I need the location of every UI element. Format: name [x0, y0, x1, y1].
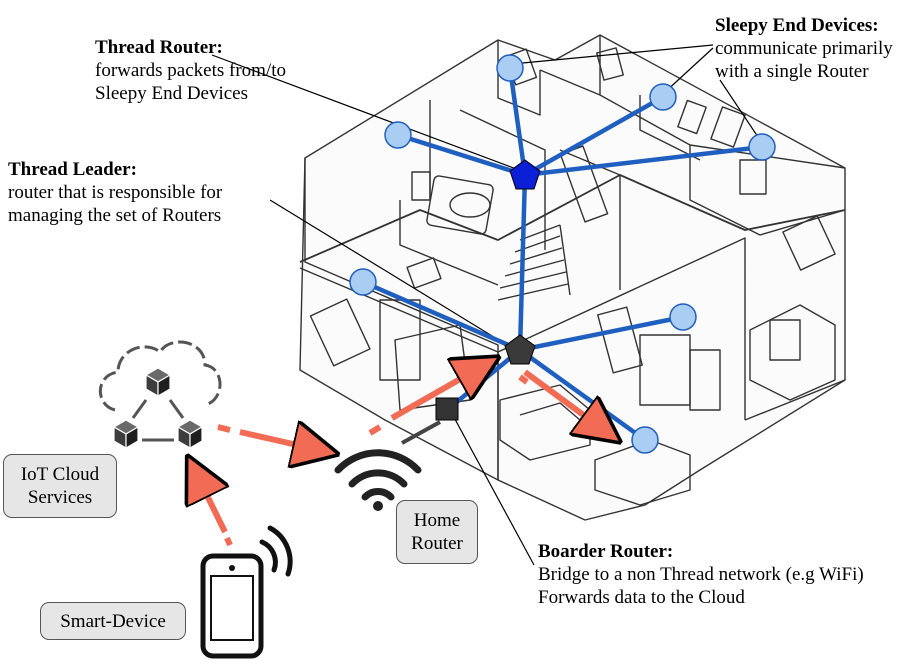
annotation-line: with a single Router	[715, 61, 869, 82]
iot-cloud-label: IoT Cloud Services	[3, 454, 117, 518]
arrow-phone-to-cloud	[192, 465, 225, 534]
smartphone-icon	[200, 525, 293, 659]
annotation-line: Bridge to a non Thread network (e.g WiFi…	[538, 564, 864, 585]
annotation-border-router: Boarder Router: Bridge to a non Thread n…	[538, 540, 864, 609]
link-leader-end-device-5	[360, 279, 523, 353]
end-device-5	[349, 268, 377, 296]
wifi-icon	[334, 449, 422, 511]
home-router-label-line: Router	[411, 533, 463, 554]
link-router-leader	[517, 172, 528, 353]
home-router-label-line: Home	[413, 510, 461, 531]
annotation-title: Thread Leader:	[8, 159, 137, 180]
pointer-lines	[211, 44, 761, 566]
thread-leader-node	[504, 334, 536, 365]
link-router-end-device-4	[522, 144, 765, 178]
arrow-border-to-leader	[390, 362, 490, 421]
end-device-3	[649, 83, 677, 111]
annotation-sleepy-end-devices: Sleepy End Devices: communicate primaril…	[715, 14, 893, 83]
annotation-title: Thread Router:	[95, 37, 223, 58]
annotation-line: Sleepy End Devices	[95, 83, 249, 104]
thread-router-node	[509, 159, 541, 190]
annotation-line: communicate primarily	[715, 38, 893, 59]
link-router-end-device-3	[522, 94, 666, 178]
end-device-1	[384, 121, 412, 149]
annotation-thread-leader: Thread Leader: router that is responsibl…	[8, 158, 222, 227]
iot-cloud-label-line: Services	[27, 487, 93, 508]
thread-mesh-links	[360, 65, 765, 443]
border-router-node	[435, 397, 459, 421]
annotation-line: managing the set of Routers	[8, 205, 222, 226]
annotation-line: router that is responsible for	[8, 182, 223, 203]
smart-device-label-text: Smart-Device	[60, 610, 166, 632]
annotation-line: Forwards data to the Cloud	[538, 587, 745, 608]
arrow-cloud-to-router	[239, 432, 328, 452]
annotation-title: Boarder Router:	[538, 541, 674, 562]
end-device-6	[669, 303, 697, 331]
house-illustration	[299, 34, 846, 521]
link-router-end-device-1	[395, 132, 528, 178]
annotation-title: Sleepy End Devices:	[715, 15, 879, 36]
smart-device-label: Smart-Device	[40, 602, 186, 640]
annotation-thread-router: Thread Router: forwards packets from/to …	[95, 36, 286, 105]
iot-cloud-label-line: IoT Cloud	[20, 464, 100, 485]
end-device-7	[631, 426, 659, 454]
link-leader-end-device-6	[517, 314, 686, 353]
arrow-border-to-wifi	[401, 420, 441, 445]
end-device-4	[748, 133, 776, 161]
sleepy-end-devices	[349, 54, 776, 454]
arrow-leader-to-end-device	[523, 369, 612, 436]
home-router-label: Home Router	[396, 500, 478, 564]
data-flow-arrows	[192, 362, 612, 547]
annotation-line: forwards packets from/to	[95, 60, 286, 81]
end-device-2	[496, 54, 524, 82]
link-router-end-device-2	[507, 65, 528, 178]
cloud-cubes	[112, 367, 204, 450]
